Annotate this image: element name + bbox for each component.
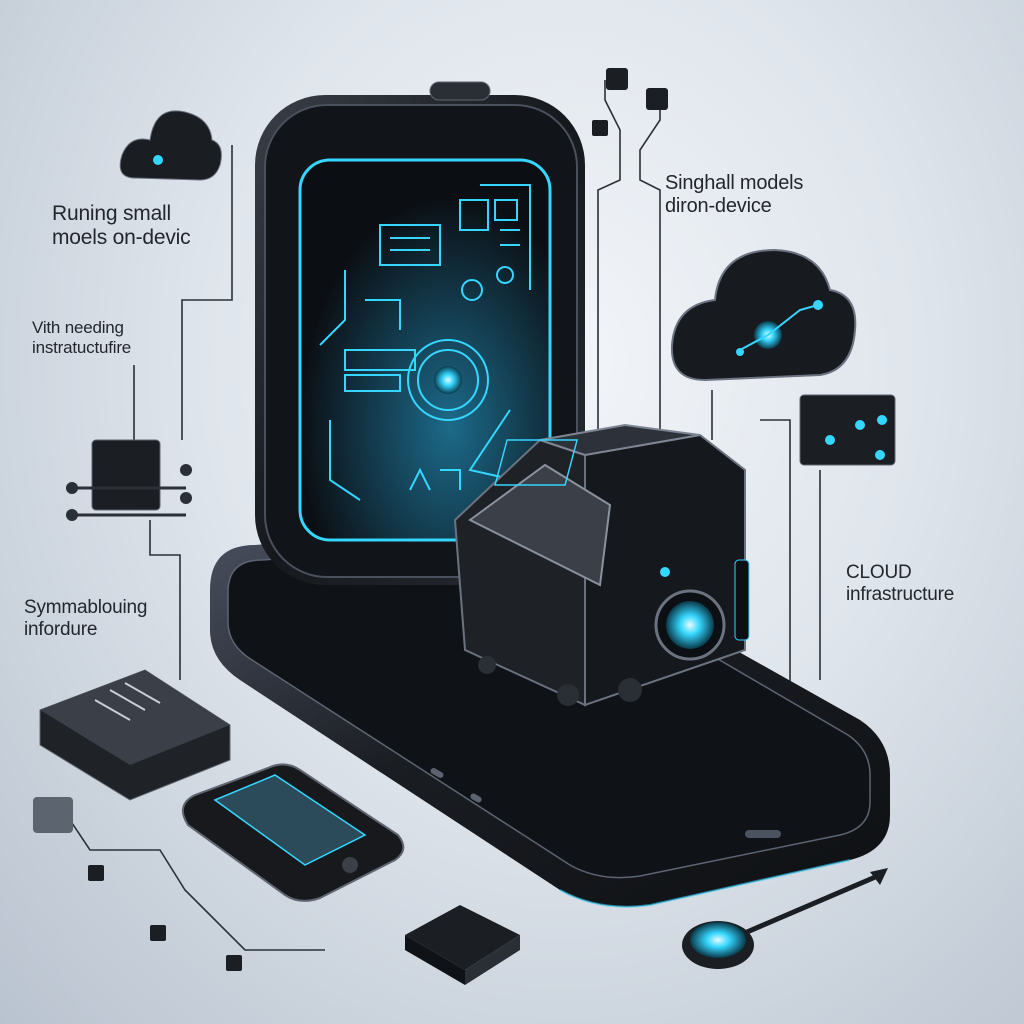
connector-lines <box>52 80 821 951</box>
caption-line: instratuctufire <box>32 337 132 357</box>
chip-icon <box>39 669 231 801</box>
caption-small-models: Singhall models diron-device <box>665 172 803 218</box>
caption-line: Runing small <box>52 202 171 225</box>
caption-line: Cloud <box>846 562 912 583</box>
cloud-icon <box>119 110 222 181</box>
caption-line: infordure <box>24 618 98 640</box>
caption-line: infrastructure <box>846 583 955 605</box>
caption-line: diron-device <box>665 195 772 217</box>
caption-line: Vith needing <box>32 318 124 337</box>
caption-infrastructure: Vith needing instratuctufire <box>32 318 131 357</box>
base-smartphone <box>210 527 890 908</box>
chip-icon <box>405 905 520 985</box>
chip-icon <box>799 394 896 466</box>
home-module <box>453 423 750 707</box>
caption-line: Symmablouing <box>24 597 148 618</box>
circuit-icon <box>319 184 531 501</box>
caption-line: Singhall models <box>665 172 804 194</box>
caption-symbolic: Symmablouing infordure <box>24 597 147 641</box>
chip-icon <box>66 439 192 521</box>
gear-icon <box>461 266 514 301</box>
tablet-device <box>255 81 585 585</box>
smartphone-icon <box>181 763 405 902</box>
caption-on-device: Runing small moels on-devic <box>52 202 191 250</box>
connector-nodes <box>33 68 668 971</box>
sensor-icon <box>682 868 888 969</box>
caption-line: moels on-devic <box>52 226 191 250</box>
cloud-icon <box>670 248 857 382</box>
caption-cloud-infrastructure: Cloud infrastructure <box>846 562 954 606</box>
